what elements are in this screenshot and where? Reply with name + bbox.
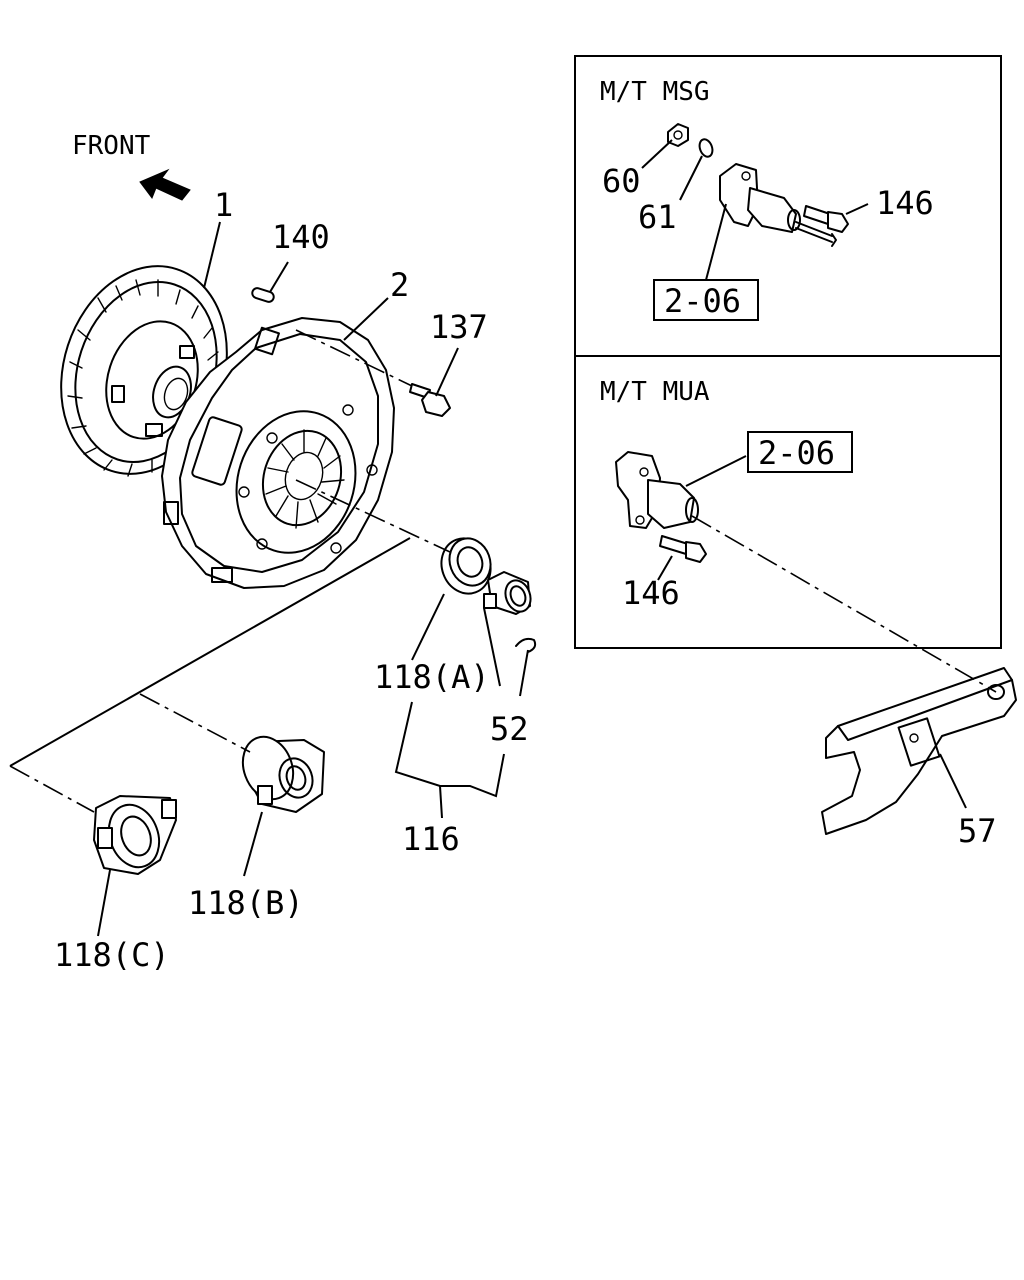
front-indicator: FRONT [72, 131, 191, 201]
callout-disc: 1 [214, 186, 233, 224]
bolt-mua [659, 535, 707, 563]
washer [698, 138, 714, 158]
clutch-fork [821, 667, 1017, 835]
callout-labels: 1 140 2 137 118(A) 52 116 118(B) 118(C) … [54, 186, 997, 974]
bolt-msg [803, 205, 849, 233]
clip [515, 637, 537, 653]
inset-mua-bolt-label: 146 [622, 574, 680, 612]
inset-mua-ref-label: 2-06 [758, 434, 835, 472]
clutch-cover [161, 317, 395, 589]
release-bearing-a [440, 537, 492, 595]
release-bearing-c [93, 795, 177, 875]
release-bearing-b [241, 735, 325, 813]
callout-clip: 52 [490, 710, 529, 748]
front-label: FRONT [72, 131, 151, 161]
inset-panel: M/T MSG [574, 55, 1002, 649]
inset-msg-title: M/T MSG [600, 77, 710, 107]
callout-bearing-b: 118(B) [188, 884, 304, 922]
assembly-lines [9, 479, 451, 813]
nut [667, 123, 689, 147]
pin [251, 287, 275, 303]
callout-cover: 2 [390, 266, 409, 304]
callout-bearing-set: 116 [402, 820, 460, 858]
inset-msg-bolt-label: 146 [876, 184, 934, 222]
inset-msg-washer-label: 61 [638, 198, 677, 236]
inset-msg-ref-label: 2-06 [664, 282, 741, 320]
cover-bolt [409, 383, 451, 417]
callout-fork: 57 [958, 812, 997, 850]
inset-mua: M/T MUA 2-06 146 [600, 377, 853, 612]
inset-msg: M/T MSG [600, 77, 934, 321]
callout-bearing-a: 118(A) [374, 658, 490, 696]
slave-cylinder-mua [615, 451, 699, 529]
slave-cylinder-msg [719, 163, 837, 247]
callout-pin: 140 [272, 218, 330, 256]
bearing-hub [483, 571, 532, 615]
callout-leaders [97, 221, 967, 937]
front-arrow-icon [139, 168, 191, 201]
callout-cover-bolt: 137 [430, 308, 488, 346]
callout-bearing-c: 118(C) [54, 936, 170, 974]
inset-msg-nut-label: 60 [602, 162, 641, 200]
inset-mua-title: M/T MUA [600, 377, 710, 407]
